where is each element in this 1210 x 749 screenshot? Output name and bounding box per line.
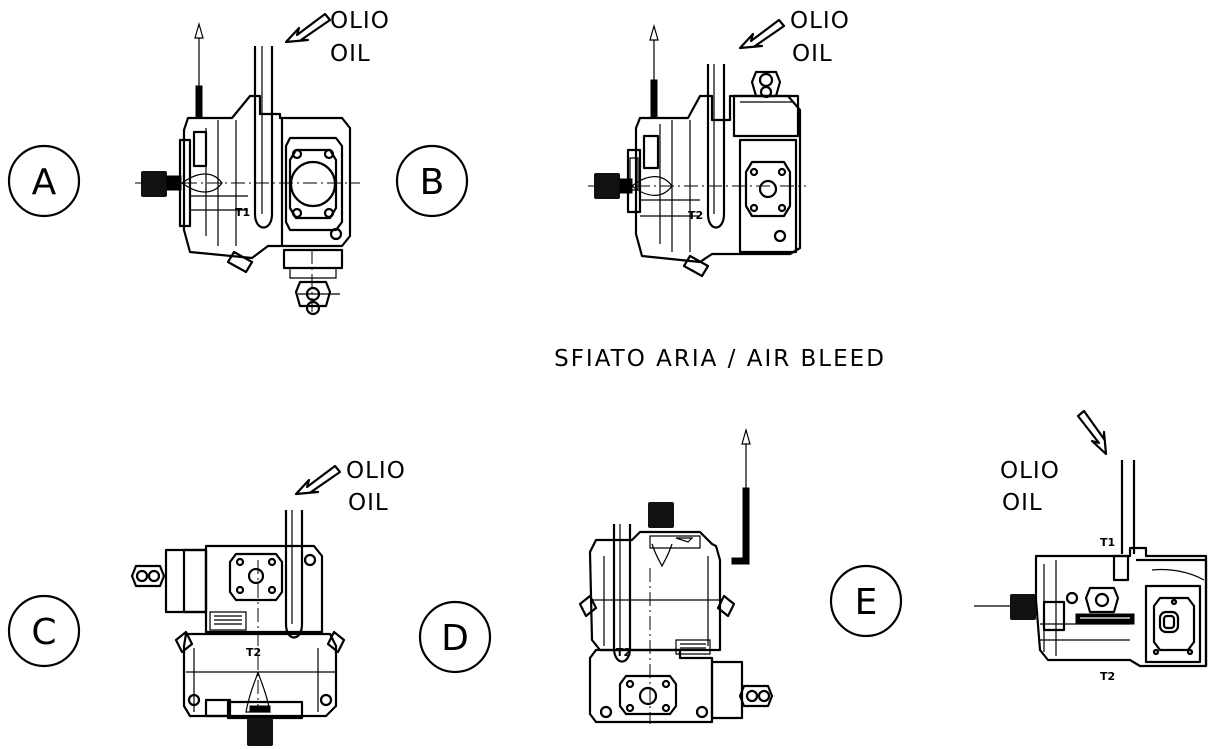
view-e: E [829, 409, 1208, 683]
view-a-oil-arrow [284, 12, 332, 44]
view-a-label: A [32, 162, 57, 203]
view-e-label-circle [829, 564, 903, 638]
view-e-oil-en: OIL [1002, 490, 1043, 516]
view-a: A [7, 8, 390, 316]
view-e-oil-arrow [1076, 409, 1108, 456]
view-b-oil-it: OLIO [790, 8, 850, 34]
view-e-port-label-top: T1 [1100, 536, 1115, 549]
view-c-label: C [31, 612, 56, 653]
view-d-label: D [441, 618, 469, 659]
view-d-pump-body [578, 502, 774, 724]
view-e-label: E [855, 582, 878, 623]
view-a-label-circle [7, 144, 81, 218]
view-a-oil-en: OIL [330, 41, 371, 67]
view-c-oil-tube [284, 510, 304, 639]
view-b-oil-arrow [738, 18, 786, 50]
view-e-port-label-bottom: T2 [1100, 670, 1115, 683]
view-a-shaft-knob [141, 171, 182, 197]
view-d: D [418, 427, 774, 724]
view-d-label-circle [418, 600, 492, 674]
view-d-port-label: T2 [616, 646, 631, 659]
view-b: B [395, 8, 850, 278]
view-b-oil-en: OIL [792, 41, 833, 67]
view-c-port-label: T2 [246, 646, 261, 659]
view-c-label-circle [7, 594, 81, 668]
view-c: C [7, 458, 406, 746]
view-e-oil-tube [1120, 460, 1136, 554]
view-c-oil-it: OLIO [346, 458, 406, 484]
view-c-oil-arrow [294, 464, 342, 496]
view-d-oil-tube [612, 524, 632, 663]
view-b-oil-tube [706, 64, 726, 229]
view-c-oil-en: OIL [348, 490, 389, 516]
view-e-pump-body [1034, 546, 1208, 668]
view-c-pump-body [130, 544, 346, 746]
view-a-port-label: T1 [235, 206, 250, 219]
view-b-shaft-knob [594, 173, 633, 199]
view-d-vent-arrow [731, 427, 751, 565]
view-b-label-circle [395, 144, 469, 218]
view-b-vent-arrow [649, 23, 659, 119]
view-a-vent-arrow [194, 21, 204, 119]
view-e-oil-it: OLIO [1000, 458, 1060, 484]
view-a-pump-body [178, 94, 352, 316]
view-a-oil-it: OLIO [330, 8, 390, 34]
diagram-title: SFIATO ARIA / AIR BLEED [554, 346, 886, 372]
view-e-shaft-knob [1010, 594, 1036, 620]
view-b-port-label: T2 [688, 209, 703, 222]
view-b-label: B [420, 162, 445, 203]
view-a-oil-tube [253, 46, 274, 229]
